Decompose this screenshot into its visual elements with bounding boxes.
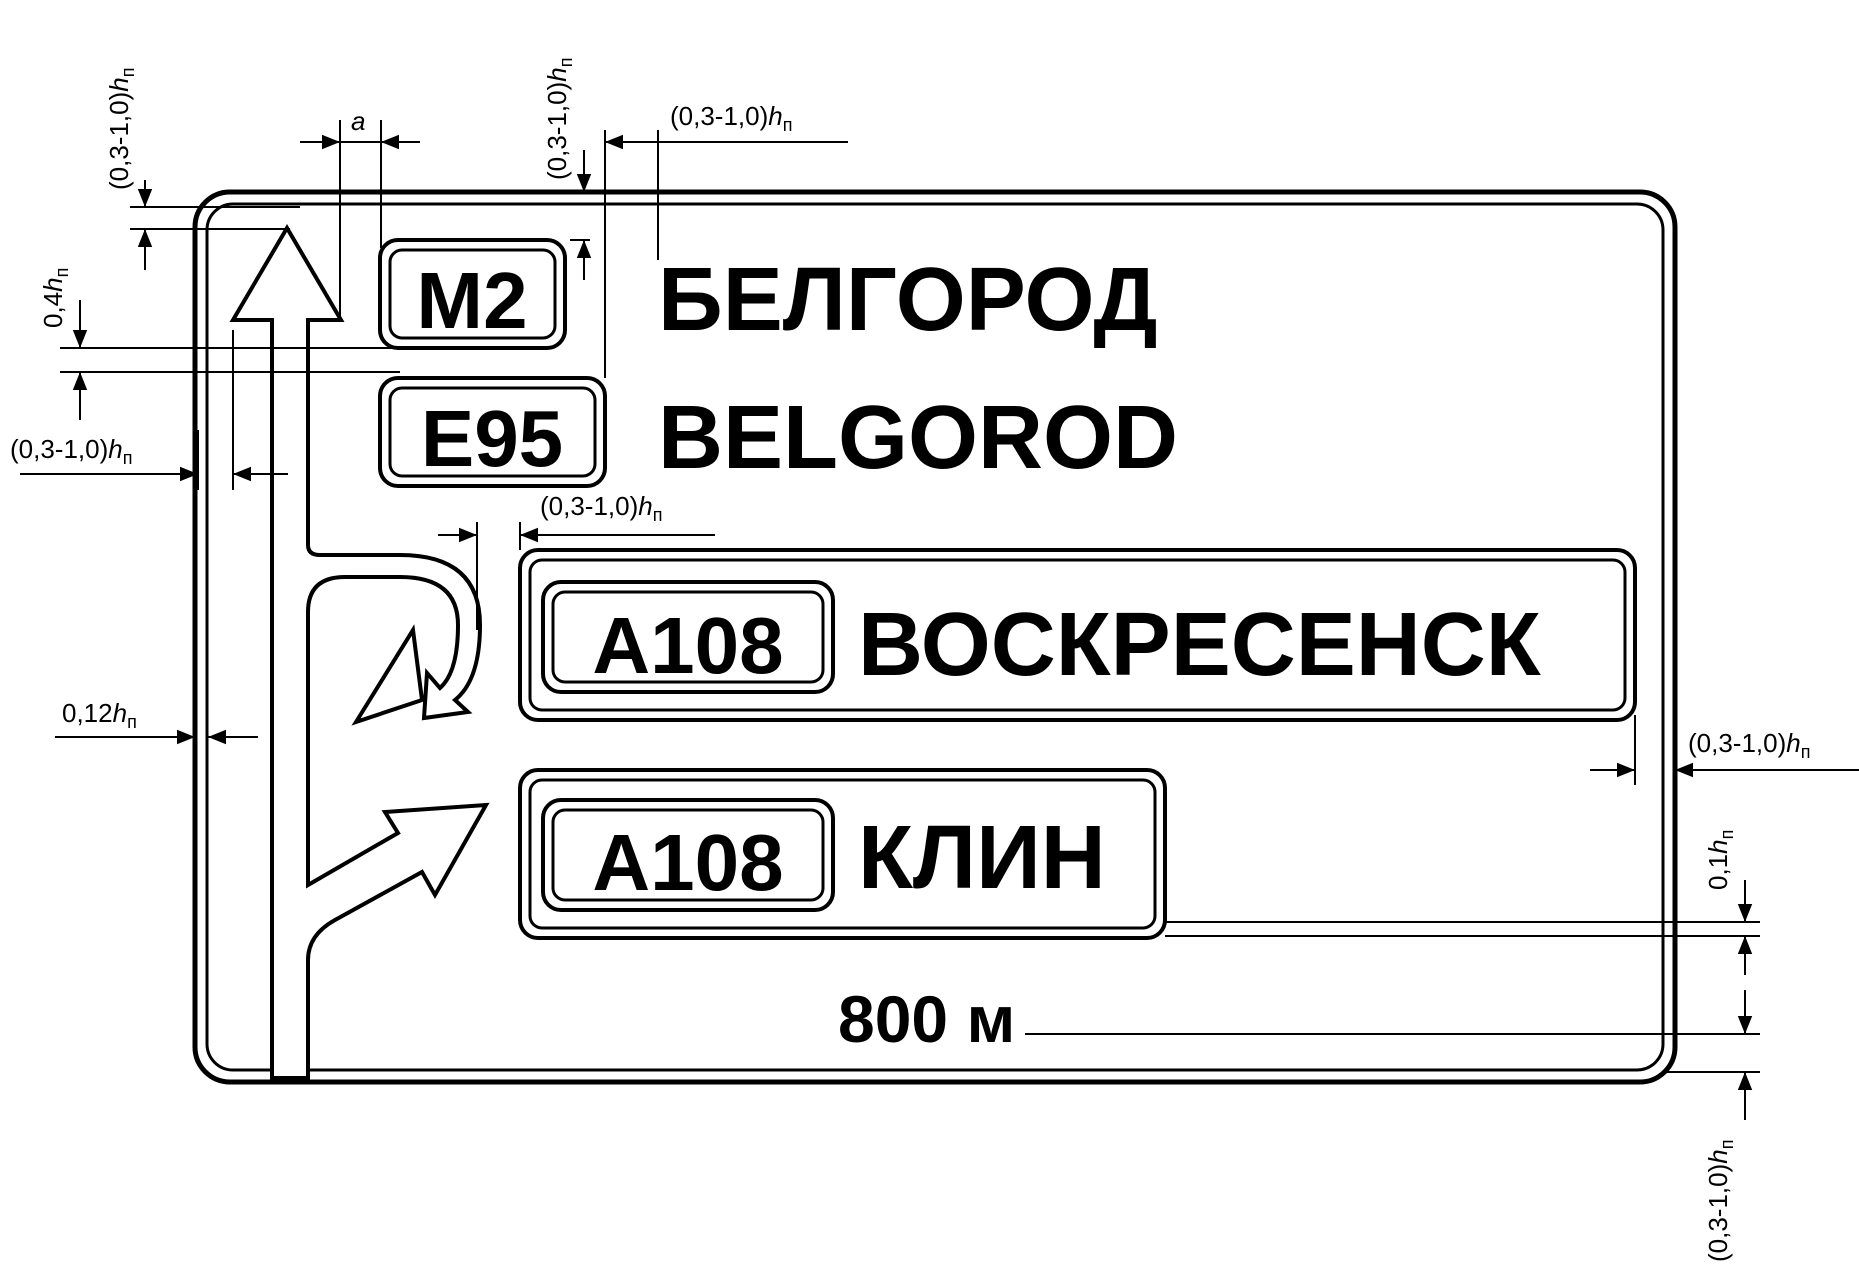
distance-label: 800 м: [838, 982, 1015, 1056]
shield-a108-2-label: A108: [592, 818, 783, 907]
route-arrows: [229, 224, 490, 1080]
sign-frame: [192, 189, 1678, 1085]
svg-text:0,4hп: 0,4hп: [38, 268, 72, 328]
shield-e95-label: E95: [421, 394, 563, 483]
svg-text:(0,3-1,0)hп: (0,3-1,0)hп: [1703, 1140, 1737, 1262]
dim-label-04h: 0,4hп: [38, 268, 72, 328]
svg-text:(0,3-1,0)hп: (0,3-1,0)hп: [104, 68, 138, 190]
dim-label-bottom-right: (0,3-1,0)hп: [1703, 1140, 1737, 1262]
shield-m2-label: M2: [416, 256, 527, 345]
dim-label-01h: 0,1hп: [1703, 830, 1737, 890]
u-turn-head-icon: [351, 624, 425, 726]
panel-voskresensk: A108 ВОСКРЕСЕНСК: [518, 548, 1637, 722]
svg-text:0,1hп: 0,1hп: [1703, 830, 1737, 890]
panel-klin: A108 КЛИН: [518, 768, 1167, 940]
straight-arrow-icon: [229, 224, 490, 1080]
shield-a108-1-label: A108: [592, 601, 783, 690]
dim-label-a: a: [351, 106, 365, 136]
dimension-lines: [20, 120, 1859, 1120]
shield-m2: M2: [378, 238, 567, 350]
dim-label-top-middle: (0,3-1,0)hп: [542, 58, 576, 180]
svg-text:(0,3-1,0)hп: (0,3-1,0)hп: [542, 58, 576, 180]
dim-label-left: (0,3-1,0)hп: [10, 434, 132, 468]
shield-e95: E95: [378, 376, 607, 488]
dim-label-012h: 0,12hп: [62, 698, 137, 732]
destination-klin: КЛИН: [858, 808, 1106, 908]
dim-label-right: (0,3-1,0)hп: [1688, 728, 1810, 762]
destination-belgorod-en: BELGOROD: [658, 388, 1178, 488]
dim-label-middle: (0,3-1,0)hп: [540, 491, 662, 525]
dimension-labels: (0,3-1,0)hп a 0,4hп (0,3-1,0)hп 0,12hп (…: [10, 58, 1810, 1262]
dim-label-top-left: (0,3-1,0)hп: [104, 68, 138, 190]
destination-voskresensk: ВОСКРЕСЕНСК: [858, 595, 1542, 695]
dim-label-top-right: (0,3-1,0)hп: [670, 101, 792, 135]
destination-belgorod-ru: БЕЛГОРОД: [658, 250, 1157, 350]
